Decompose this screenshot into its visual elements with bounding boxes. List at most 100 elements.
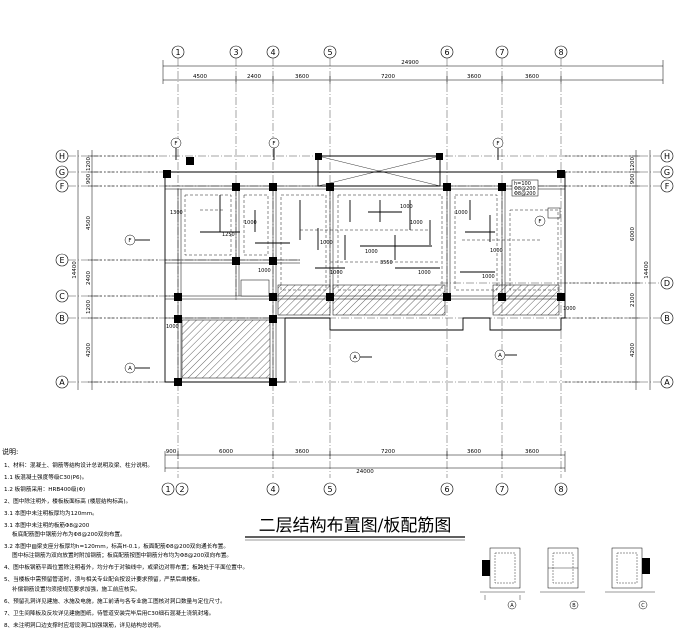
section-tag-a: A [128, 366, 132, 372]
axis-label-bottom: 5 [327, 485, 332, 494]
note-line: 板底配筋图中钢筋分布为Φ8@200双向布置。 [12, 530, 126, 538]
top-dim-seg: 3600 [295, 74, 309, 80]
slab-value: 1000 [490, 248, 503, 254]
left-total-dim: 14400 [72, 261, 78, 279]
top-dim-seg: 4500 [193, 74, 207, 80]
axis-label-right: B [664, 314, 670, 323]
top-total-dim: 24900 [401, 60, 419, 66]
slab-value: 1000 [400, 204, 413, 210]
note-line: 1、材料：混凝土、钢筋等结构设计总说明及梁、柱分说明。 [4, 461, 153, 469]
note-line: 6、预留孔洞详见建施、水施及电施，施工前请与各专业施工图核对洞口数量与定位尺寸。 [4, 597, 226, 605]
bottom-dim-seg: 6000 [219, 449, 233, 455]
note-line: 8、未注明洞口边支撑时应增设洞口加强钢筋，详见结构总说明。 [4, 621, 164, 629]
slab-value: 3550 [380, 260, 393, 266]
axis-label-bottom: 2 [179, 485, 184, 494]
section-tag-f: F [272, 141, 275, 147]
note-line: 3.1 本图中未注明板厚均为120mm。 [4, 509, 98, 517]
slab-value: 1000 [330, 270, 343, 276]
slab-value: 1000 [365, 249, 378, 255]
note-line: 补偿钢筋设置均须按规范要求加强，施工前应核实。 [12, 585, 141, 593]
grid-axis-lines [68, 58, 661, 478]
bottom-dim-seg: 7200 [381, 449, 395, 455]
top-dim-seg: 7200 [381, 74, 395, 80]
note-line: 2、图中除注明外，楼板板面标高 (楼层结构标高)。 [4, 497, 131, 505]
axis-label-right: D [664, 279, 670, 288]
right-dim-seg: 2100 [630, 293, 636, 307]
slab-value: 1000 [418, 270, 431, 276]
slab-value: 1250 [222, 232, 235, 238]
axis-label-top: 7 [499, 48, 504, 57]
axis-label-left: F [60, 182, 65, 191]
axis-label-top: 5 [327, 48, 332, 57]
section-tag-circles [124, 137, 546, 374]
left-dim-seg: 1200 [86, 157, 92, 171]
spec-thickness: h=100 [514, 181, 531, 187]
axis-label-bottom: 7 [499, 485, 504, 494]
axis-label-top: 1 [175, 48, 180, 57]
section-tag-f: F [174, 141, 177, 147]
axis-label-right: G [664, 168, 670, 177]
axis-label-top: 4 [270, 48, 275, 57]
slab-dashed-lines [184, 194, 559, 291]
slab-value-labels: 1300 1000 1250 1000 1000 1000 1000 1000 … [166, 204, 576, 330]
right-axis-bubbles [660, 149, 674, 389]
slab-value: 1000 [455, 210, 468, 216]
note-line: 图中标注钢筋为双向放置时附加钢筋；板底配筋按图中钢筋分布均为Φ8@200双向布置… [12, 551, 232, 559]
left-dim-seg: 4200 [86, 343, 92, 357]
columns [163, 153, 565, 386]
axis-label-right: H [664, 152, 670, 161]
right-dim-seg: 4200 [630, 343, 636, 357]
left-dim-seg: 4500 [86, 216, 92, 230]
slab-value: 1000 [482, 274, 495, 280]
section-tag-f: F [538, 219, 541, 225]
section-tag-a: A [353, 355, 357, 361]
bottom-dimension-chain [164, 451, 566, 472]
bottom-total-dim: 24000 [356, 469, 374, 475]
left-dim-seg: 2400 [86, 271, 92, 285]
note-line: 4、图中板钢筋平面位置除注明者外，均分布于对轴线中，或梁边对称布置；板跨处于平面… [4, 563, 248, 571]
axis-label-left: G [59, 168, 65, 177]
slab-value: 1000 [410, 220, 423, 226]
note-line: 1.1 板混凝土强度等级C30(P6)。 [4, 473, 87, 481]
detail-a [480, 547, 525, 600]
notes-heading: 说明: [2, 447, 18, 456]
top-dim-seg: 3600 [467, 74, 481, 80]
hatched-slabs [181, 284, 560, 379]
rebar-marks [200, 195, 495, 273]
bottom-dim-seg: 900 [166, 449, 177, 455]
note-line: 1.2 板钢筋采用：HRB400级(Φ) [4, 485, 85, 493]
axis-label-bottom: 1 [165, 485, 170, 494]
note-line: 3.1 本图中未注明的板筋Φ8@200 [4, 521, 90, 529]
slab-value: 1000 [320, 240, 333, 246]
left-dim-seg: 1200 [86, 300, 92, 314]
detail-b [540, 547, 585, 593]
notes-block: 说明: 1、材料：混凝土、钢筋等结构设计总说明及梁、柱分说明。 1.1 板混凝土… [2, 447, 248, 629]
right-total-dim: 14400 [644, 261, 650, 279]
section-tag-a: A [498, 353, 502, 359]
axis-label-right: F [665, 182, 670, 191]
note-line: 7、卫生间降板及反坎详见建施图纸，待管道安装完毕后用C30细石混凝土浇筑封堵。 [4, 609, 214, 617]
detail-tag: C [641, 603, 645, 609]
detail-tag: A [510, 603, 514, 609]
axis-label-left: E [59, 256, 64, 265]
left-axis-bubbles [55, 149, 69, 389]
detail-tag: B [572, 603, 576, 609]
top-dim-seg: 2400 [247, 74, 261, 80]
axis-label-bottom: 6 [444, 485, 449, 494]
slab-value: 1000 [563, 306, 576, 312]
note-line: 3.2 本图中▨梁支座分板厚均h=120mm，标高H-0.1，板面配筋Φ8@20… [4, 542, 229, 550]
axis-label-left: A [59, 378, 65, 387]
axis-label-left: B [59, 314, 65, 323]
axis-label-left: H [59, 152, 65, 161]
spec-rebar: Φ8@200 [514, 191, 536, 197]
top-axis-bubbles [171, 45, 568, 59]
right-dim-seg: 1200 [630, 157, 636, 171]
axis-label-bottom: 8 [558, 485, 563, 494]
left-dim-seg: 900 [86, 173, 92, 184]
slab-spec-box: h=100 Φ8@200 Φ8@200 [240, 179, 561, 297]
axis-label-top: 6 [444, 48, 449, 57]
axis-label-bottom: 4 [270, 485, 275, 494]
slab-value: 1000 [258, 268, 271, 274]
detail-sketches [480, 547, 655, 600]
note-line: 5、当楼板中需预留管道时，须与相关专业配合按设计要求预留，严禁后凿楼板。 [4, 575, 203, 583]
